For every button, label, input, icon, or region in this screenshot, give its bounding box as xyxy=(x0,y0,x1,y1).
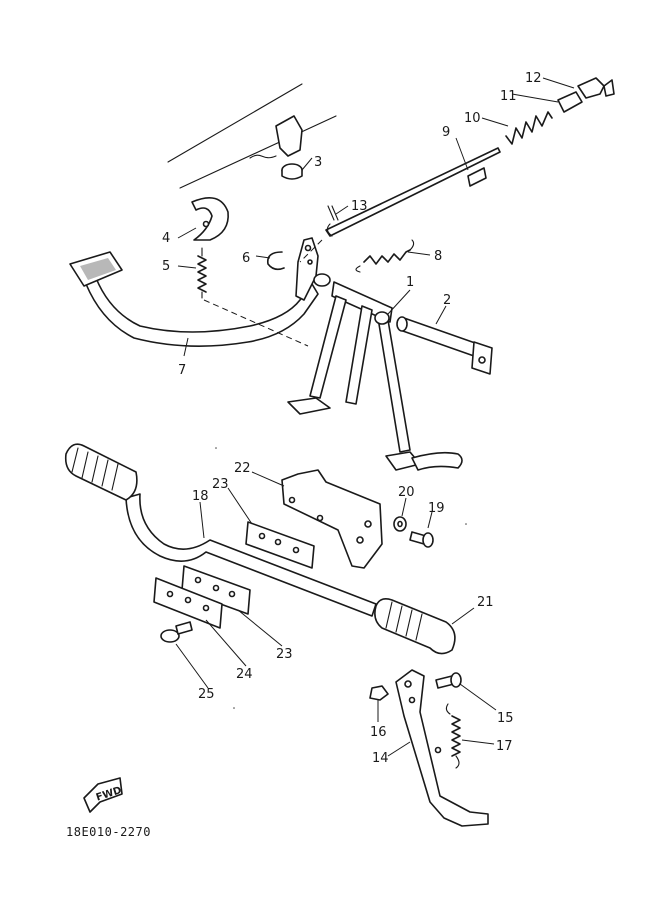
callout-17: 17 xyxy=(496,739,513,754)
part-washer-20 xyxy=(393,516,407,532)
callout-leader-lines xyxy=(175,77,575,757)
part-bolt-25 xyxy=(160,621,193,643)
callout-12: 12 xyxy=(525,71,542,86)
part-rod-spring xyxy=(505,111,553,145)
part-main-stand xyxy=(287,273,463,471)
part-hook-bracket xyxy=(191,196,229,241)
part-footrest-rubber-left xyxy=(64,443,138,501)
scan-speckles xyxy=(215,447,467,709)
callout-10: 10 xyxy=(464,111,481,126)
callout-14: 14 xyxy=(372,751,389,766)
callout-24: 24 xyxy=(236,667,253,682)
part-pivot-shaft xyxy=(396,316,493,375)
callout-8: 8 xyxy=(434,249,442,264)
part-footrest-rubber-right xyxy=(374,598,456,655)
part-mount-plate xyxy=(153,577,223,629)
part-brake-pedal xyxy=(69,237,319,347)
assembly-dash-lines xyxy=(203,239,323,347)
part-footrest-bar xyxy=(125,493,377,617)
part-damper-plate-lower xyxy=(181,565,251,615)
callout-11: 11 xyxy=(500,89,517,104)
part-adjust-nut xyxy=(557,91,583,113)
callout-labels: 1 2 3 4 5 6 7 8 9 10 11 12 13 14 15 16 1… xyxy=(162,71,542,766)
part-cotter-pin xyxy=(327,205,339,221)
frame-reference-lines xyxy=(167,83,337,189)
callout-3: 3 xyxy=(314,155,322,170)
callout-9: 9 xyxy=(442,125,450,140)
callout-20: 20 xyxy=(398,485,415,500)
part-side-stand-spring xyxy=(445,703,461,769)
callout-25: 25 xyxy=(198,687,215,702)
part-wing-nut xyxy=(577,77,615,99)
drawing-code: 18E010-2270 xyxy=(66,825,151,839)
callout-6: 6 xyxy=(242,251,250,266)
part-clip xyxy=(266,251,285,271)
callout-19: 19 xyxy=(428,501,445,516)
part-bolt-19 xyxy=(409,531,434,548)
callout-1: 1 xyxy=(406,275,414,290)
callout-7: 7 xyxy=(178,363,186,378)
callout-21: 21 xyxy=(477,595,494,610)
callout-5: 5 xyxy=(162,259,170,274)
part-damper-plate-upper xyxy=(245,521,315,569)
part-brake-rod xyxy=(325,147,501,237)
fwd-arrow-icon: FWD xyxy=(83,777,123,813)
callout-18: 18 xyxy=(192,489,209,504)
part-nut-16 xyxy=(369,685,389,701)
callout-2: 2 xyxy=(443,293,451,308)
callout-22: 22 xyxy=(234,461,251,476)
callout-23-upper: 23 xyxy=(212,477,229,492)
callout-23-lower: 23 xyxy=(276,647,293,662)
part-spring-small xyxy=(197,247,207,299)
part-bracket-and-nut xyxy=(275,115,303,180)
part-bolt-15 xyxy=(435,672,462,689)
part-spring-large xyxy=(355,239,415,273)
callout-16: 16 xyxy=(370,725,387,740)
callout-4: 4 xyxy=(162,231,170,246)
part-footrest-bracket xyxy=(281,469,383,569)
callout-13: 13 xyxy=(351,199,368,214)
callout-15: 15 xyxy=(497,711,514,726)
part-side-stand xyxy=(395,669,489,827)
